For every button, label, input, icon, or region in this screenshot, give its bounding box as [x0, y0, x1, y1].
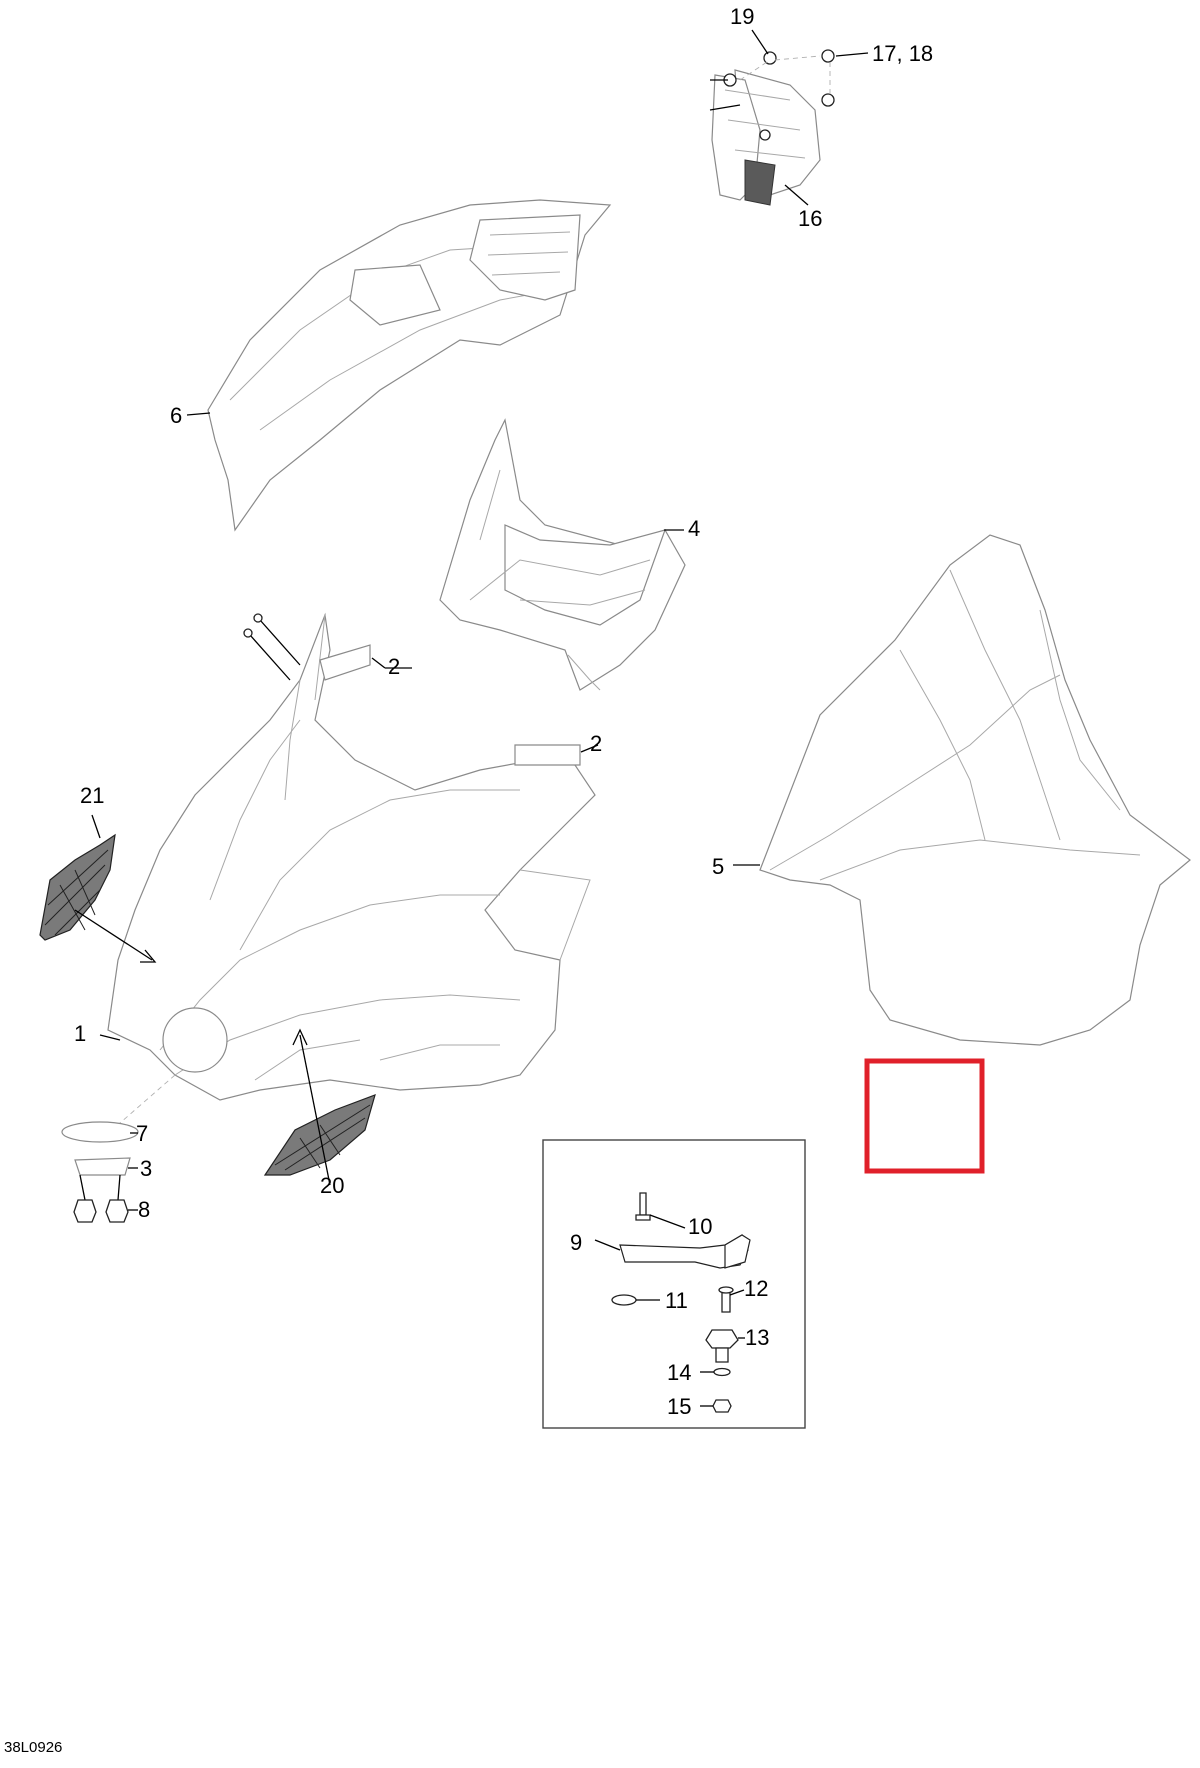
leader-20 [299, 1034, 331, 1186]
callout-17-18: 17, 18 [872, 41, 934, 66]
part-21-grille[interactable] [39, 833, 116, 941]
callout-2a: 2 [388, 654, 401, 679]
rivets [243, 613, 301, 681]
callout-7: 7 [136, 1121, 149, 1146]
leader-21-arrow [74, 909, 153, 961]
callout-20: 20 [320, 1173, 345, 1198]
callout-16: 16 [798, 206, 823, 231]
callout-5: 5 [712, 854, 725, 879]
part-7-cap[interactable] [61, 1121, 139, 1143]
leader-1 [99, 1034, 121, 1041]
callout-19: 19 [730, 4, 755, 29]
callout-21: 21 [80, 783, 105, 808]
callout-13: 13 [745, 1325, 770, 1350]
callout-9: 9 [570, 1230, 583, 1255]
centerline [111, 1074, 176, 1131]
part-3-bracket[interactable] [74, 1157, 131, 1201]
callout-6: 6 [170, 403, 183, 428]
part-15-nut[interactable] [712, 1399, 732, 1413]
part-6-side-panel[interactable] [207, 199, 612, 532]
leader-2b [580, 744, 599, 753]
callout-15: 15 [667, 1394, 692, 1419]
part-14-washer[interactable] [713, 1367, 731, 1377]
highlight-box[interactable] [864, 1058, 985, 1174]
callout-12: 12 [744, 1276, 769, 1301]
leader-19 [751, 29, 769, 55]
arrowhead-20 [292, 1028, 308, 1046]
part-9-bracket[interactable] [619, 1234, 751, 1269]
part-12-screw[interactable] [718, 1286, 734, 1313]
callout-8: 8 [138, 1197, 151, 1222]
leader-6 [186, 412, 211, 416]
part-1-hood[interactable] [107, 612, 596, 1101]
arrowhead-21 [140, 949, 157, 963]
callout-10: 10 [688, 1214, 713, 1239]
reference-code: 38L0926 [4, 1739, 63, 1756]
leader-21 [91, 814, 101, 839]
callout-4: 4 [688, 516, 701, 541]
part-5-windshield[interactable] [759, 534, 1191, 1046]
leader-10 [649, 1214, 686, 1229]
callout-1: 1 [74, 1021, 87, 1046]
part-4-console[interactable] [439, 418, 686, 691]
part-8-nuts[interactable] [73, 1199, 129, 1223]
callout-3: 3 [140, 1156, 153, 1181]
callout-11: 11 [665, 1288, 688, 1313]
leader-12 [729, 1289, 745, 1296]
leader-9 [594, 1239, 621, 1251]
leader-17-18 [835, 52, 869, 57]
headlight-assembly[interactable] [709, 49, 835, 206]
part-10-rivet[interactable] [635, 1192, 651, 1221]
leader-2a [371, 657, 412, 669]
inset-frame [542, 1139, 806, 1429]
part-11-washer[interactable] [611, 1294, 637, 1306]
callout-2b: 2 [590, 731, 603, 756]
callout-14: 14 [667, 1360, 692, 1385]
part-13-grommet[interactable] [705, 1329, 739, 1363]
leader-16 [784, 184, 809, 206]
